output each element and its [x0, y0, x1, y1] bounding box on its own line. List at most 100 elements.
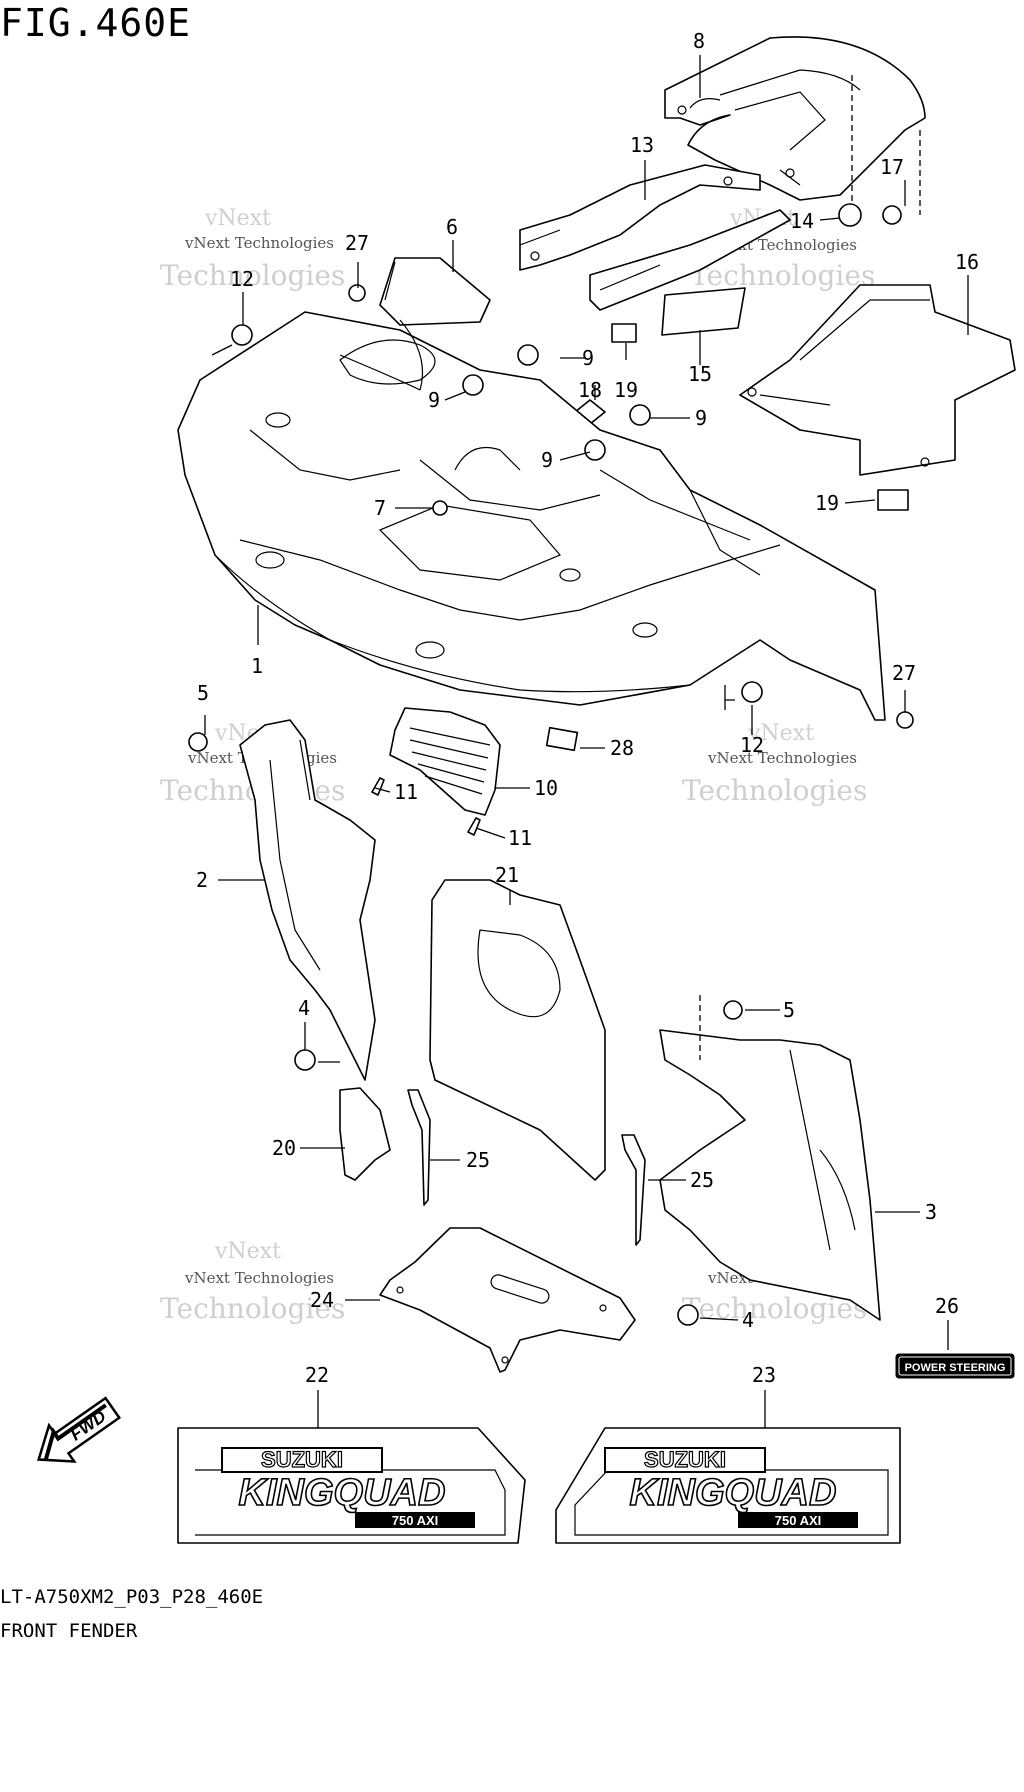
watermark-bottom-left: vNext vNext Technologies Technologies — [160, 1239, 345, 1325]
part-11-screw-lower[interactable] — [467, 817, 481, 836]
callout-23[interactable]: 23 — [752, 1363, 776, 1387]
callout-1[interactable]: 1 — [251, 654, 263, 678]
decal-model-text: KINGQUAD — [239, 1472, 446, 1514]
callout-labels: 8 13 6 27 12 9 9 9 9 7 18 19 15 14 17 16… — [196, 29, 979, 1387]
part-10-grille[interactable] — [389, 707, 501, 816]
part-11-screw[interactable] — [371, 777, 385, 796]
part-4-bolt-right[interactable] — [677, 1304, 699, 1326]
part-28-pad[interactable] — [545, 726, 579, 752]
callout-9[interactable]: 9 — [582, 346, 594, 370]
part-13-frame-bracket[interactable] — [519, 164, 791, 311]
part-5-screw[interactable] — [188, 732, 208, 752]
part-26-power-steering-decal[interactable]: POWER STEERING — [895, 1353, 1015, 1379]
leader-lines — [204, 55, 969, 1428]
watermark-line: Technologies — [160, 1292, 345, 1325]
callout-21[interactable]: 21 — [495, 863, 519, 887]
callout-5[interactable]: 5 — [783, 998, 795, 1022]
callout-17[interactable]: 17 — [880, 155, 904, 179]
part-21-splash-panel[interactable] — [429, 879, 606, 1181]
callout-19[interactable]: 19 — [815, 491, 839, 515]
decal-brand-text: SUZUKI — [261, 1447, 343, 1472]
part-9-screw[interactable] — [584, 439, 606, 461]
part-12-clip[interactable] — [231, 324, 253, 346]
part-9-screw[interactable] — [462, 374, 484, 396]
callout-13[interactable]: 13 — [630, 133, 654, 157]
part-19-pad-lower[interactable] — [877, 489, 909, 511]
callout-15[interactable]: 15 — [688, 362, 712, 386]
part-4-bolt[interactable] — [294, 1049, 316, 1071]
watermark-line: Technologies — [160, 259, 345, 292]
watermark-line: vNext Technologies — [184, 1269, 334, 1287]
part-27-clip[interactable] — [348, 284, 366, 302]
decal-sub-text: 750 AXI — [775, 1513, 822, 1528]
part-9-screw[interactable] — [517, 344, 539, 366]
watermark-line: Technologies — [690, 259, 875, 292]
callout-27[interactable]: 27 — [892, 661, 916, 685]
callout-6[interactable]: 6 — [446, 215, 458, 239]
callout-26[interactable]: 26 — [935, 1294, 959, 1318]
part-6-cap[interactable] — [379, 257, 491, 326]
fastener-group — [188, 203, 914, 1326]
callout-25[interactable]: 25 — [466, 1148, 490, 1172]
figure-title: FIG.460E — [0, 1, 192, 45]
part-2-left-mudguard[interactable] — [239, 719, 376, 1081]
part-23-right-decal[interactable]: SUZUKI KINGQUAD 750 AXI — [555, 1427, 901, 1544]
watermark-line: vNext Technologies — [707, 749, 857, 767]
callout-18[interactable]: 18 — [578, 378, 602, 402]
callout-4[interactable]: 4 — [298, 996, 310, 1020]
part-25-cable-tie-right[interactable] — [621, 1134, 646, 1246]
part-25-cable-tie-left[interactable] — [407, 1089, 431, 1206]
callout-2[interactable]: 2 — [196, 868, 208, 892]
part-1-front-fender[interactable] — [177, 311, 886, 721]
callout-3[interactable]: 3 — [925, 1200, 937, 1224]
watermark-line: vNext — [747, 721, 814, 746]
callout-16[interactable]: 16 — [955, 250, 979, 274]
part-17-clip[interactable] — [882, 205, 902, 225]
callout-11[interactable]: 11 — [394, 780, 418, 804]
figure-name: FRONT FENDER — [0, 1620, 138, 1642]
callout-24[interactable]: 24 — [310, 1288, 334, 1312]
fwd-arrow: FWD — [37, 1396, 122, 1463]
callout-19[interactable]: 19 — [614, 378, 638, 402]
part-7-nut[interactable] — [432, 500, 448, 516]
callout-9[interactable]: 9 — [428, 388, 440, 412]
model-code: LT-A750XM2_P03_P28_460E — [0, 1586, 264, 1608]
callout-10[interactable]: 10 — [534, 776, 558, 800]
part-27-clip-lower[interactable] — [896, 711, 914, 729]
part-3-right-mudguard[interactable] — [659, 1029, 881, 1321]
callout-4[interactable]: 4 — [742, 1308, 754, 1332]
callout-22[interactable]: 22 — [305, 1363, 329, 1387]
callout-27[interactable]: 27 — [345, 231, 369, 255]
callout-25[interactable]: 25 — [690, 1168, 714, 1192]
callout-28[interactable]: 28 — [610, 736, 634, 760]
decal-sub-text: 750 AXI — [392, 1513, 439, 1528]
callout-11[interactable]: 11 — [508, 826, 532, 850]
part-9-screw[interactable] — [629, 404, 651, 426]
part-24-skid-plate[interactable] — [379, 1227, 636, 1373]
callout-9[interactable]: 9 — [695, 406, 707, 430]
callout-8[interactable]: 8 — [693, 29, 705, 53]
power-steering-text: POWER STEERING — [905, 1362, 1006, 1374]
part-14-clip[interactable] — [838, 203, 862, 227]
callout-14[interactable]: 14 — [790, 209, 814, 233]
part-20-bracket[interactable] — [339, 1087, 391, 1181]
part-5-screw-right[interactable] — [723, 1000, 743, 1020]
decal-brand-text: SUZUKI — [644, 1447, 726, 1472]
watermark-line: Technologies — [682, 774, 867, 807]
part-12-clip-lower[interactable] — [741, 681, 763, 703]
callout-5[interactable]: 5 — [197, 681, 209, 705]
decal-model-text: KINGQUAD — [630, 1472, 837, 1514]
part-15-reflector[interactable] — [661, 287, 746, 336]
callout-7[interactable]: 7 — [374, 496, 386, 520]
callout-12[interactable]: 12 — [230, 267, 254, 291]
callout-20[interactable]: 20 — [272, 1136, 296, 1160]
callout-9[interactable]: 9 — [541, 448, 553, 472]
callout-12[interactable]: 12 — [740, 733, 764, 757]
part-19-pad[interactable] — [611, 323, 637, 343]
watermark-mid-right: vNext vNext Technologies Technologies — [682, 721, 867, 807]
part-22-left-decal[interactable]: SUZUKI KINGQUAD 750 AXI — [177, 1427, 526, 1544]
part-8-top-cover[interactable] — [664, 36, 926, 201]
part-16-side-panel[interactable] — [739, 284, 1016, 476]
watermark-top-left: vNext vNext Technologies Technologies — [160, 206, 345, 292]
